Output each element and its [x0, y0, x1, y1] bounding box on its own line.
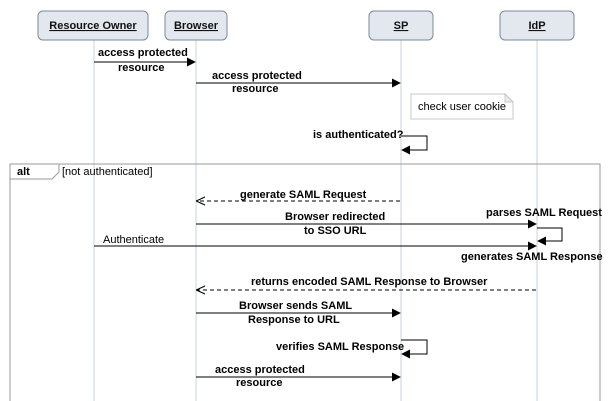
message-label-line: Authenticate — [103, 234, 164, 246]
note-text: check user cookie — [418, 101, 506, 113]
message-browser-redirected: Browser redirected to SSO URL — [196, 211, 537, 237]
message-access-protected-resource-3: access protected resource — [196, 364, 401, 389]
message-label-line: Response to URL — [248, 314, 340, 326]
actor-label: SP — [394, 20, 409, 32]
message-is-authenticated: is authenticated? — [313, 129, 428, 155]
message-label-line: access protected — [212, 70, 302, 82]
lifelines — [93, 40, 538, 401]
message-arrow — [537, 227, 563, 246]
alt-frame: alt [not authenticated] — [9, 163, 601, 401]
note-check-user-cookie: check user cookie — [410, 92, 515, 120]
message-label-line: resource — [232, 83, 278, 95]
actor-sp[interactable]: SP — [368, 10, 434, 41]
message-label-line: returns encoded SAML Response to Browser — [251, 276, 488, 288]
message-parses-saml-request: parses SAML Request — [486, 207, 602, 246]
message-access-protected-resource-2: access protected resource — [196, 70, 401, 95]
message-label-line: access protected — [98, 47, 188, 59]
actor-resource-owner[interactable]: Resource Owner — [37, 10, 149, 41]
message-label-line: is authenticated? — [313, 129, 404, 141]
alt-frame-guard: [not authenticated] — [62, 166, 153, 178]
alt-frame-tab — [9, 164, 60, 180]
message-label-line: verifies SAML Response — [276, 341, 404, 353]
message-label-line: Browser sends SAML — [239, 300, 352, 312]
message-label-line: generate SAML Request — [240, 189, 367, 201]
message-arrow — [401, 135, 428, 155]
message-authenticate: Authenticate — [94, 234, 537, 251]
message-returns-saml-response: returns encoded SAML Response to Browser — [197, 276, 536, 290]
message-label-line: resource — [236, 377, 282, 389]
message-label-line: resource — [118, 62, 164, 74]
message-verifies-saml-response: verifies SAML Response — [276, 339, 428, 359]
actor-label: Resource Owner — [49, 20, 137, 32]
message-generate-saml-request: generate SAML Request — [197, 189, 400, 201]
message-generates-saml-response: generates SAML Response — [461, 251, 603, 263]
message-label-line: generates SAML Response — [461, 251, 603, 263]
message-arrow — [401, 339, 428, 359]
message-label-line: access protected — [215, 364, 305, 376]
alt-frame-border — [9, 163, 601, 401]
message-label-line: parses SAML Request — [486, 207, 602, 219]
alt-frame-operator: alt — [17, 166, 30, 178]
message-label-line: to SSO URL — [304, 225, 367, 237]
actor-label: IdP — [528, 20, 545, 32]
message-label-line: Browser redirected — [285, 211, 385, 223]
actor-label: Browser — [174, 20, 219, 32]
message-browser-sends-saml: Browser sends SAML Response to URL — [196, 300, 401, 326]
actor-browser[interactable]: Browser — [164, 10, 228, 41]
actor-idp[interactable]: IdP — [499, 10, 575, 41]
message-access-protected-resource-1: access protected resource — [94, 47, 196, 74]
